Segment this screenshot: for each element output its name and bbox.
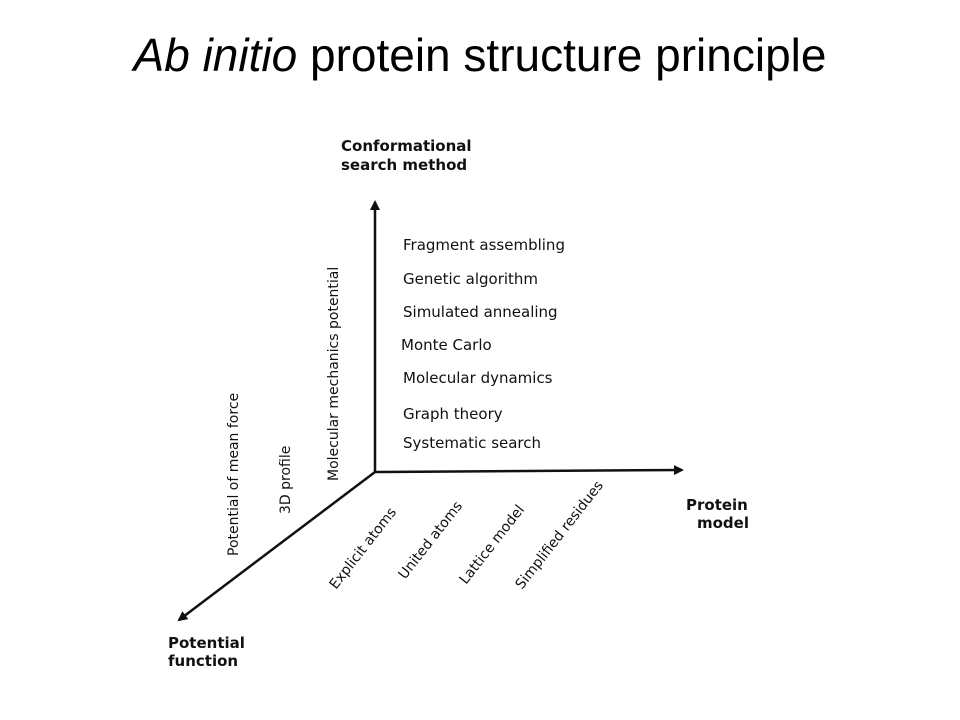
diagonal-axis-title-line2: function xyxy=(168,652,238,670)
vertical-axis-title-line2: search method xyxy=(341,156,467,174)
protein-model-item: United atoms xyxy=(396,499,466,583)
diagonal-axis-title-line1: Potential xyxy=(168,634,245,652)
horizontal-axis-title-line2: model xyxy=(697,514,749,532)
search-method-item: Graph theory xyxy=(403,405,503,423)
potential-function-item: Molecular mechanics potential xyxy=(326,267,342,481)
title-italic: Ab initio xyxy=(133,29,298,81)
search-method-item: Monte Carlo xyxy=(401,336,492,354)
protein-model-item: Simplified residues xyxy=(513,478,607,592)
horizontal-axis-title-line1: Protein xyxy=(686,496,748,514)
slide-title: Ab initio protein structure principle xyxy=(0,30,960,81)
potential-function-item: Potential of mean force xyxy=(226,393,242,556)
title-rest: protein structure principle xyxy=(297,29,827,81)
protein-model-item: Lattice model xyxy=(457,502,528,587)
protein-model-item: Explicit atoms xyxy=(327,505,400,593)
search-method-item: Genetic algorithm xyxy=(403,270,538,288)
search-method-item: Molecular dynamics xyxy=(403,369,553,387)
search-method-item: Systematic search xyxy=(403,434,541,452)
potential-function-item: 3D profile xyxy=(278,446,294,514)
vertical-axis-title-line1: Conformational xyxy=(341,137,472,155)
horizontal-axis xyxy=(374,465,684,476)
diagonal-axis xyxy=(177,471,376,622)
search-method-item: Simulated annealing xyxy=(403,303,558,321)
search-method-item: Fragment assembling xyxy=(403,236,565,254)
